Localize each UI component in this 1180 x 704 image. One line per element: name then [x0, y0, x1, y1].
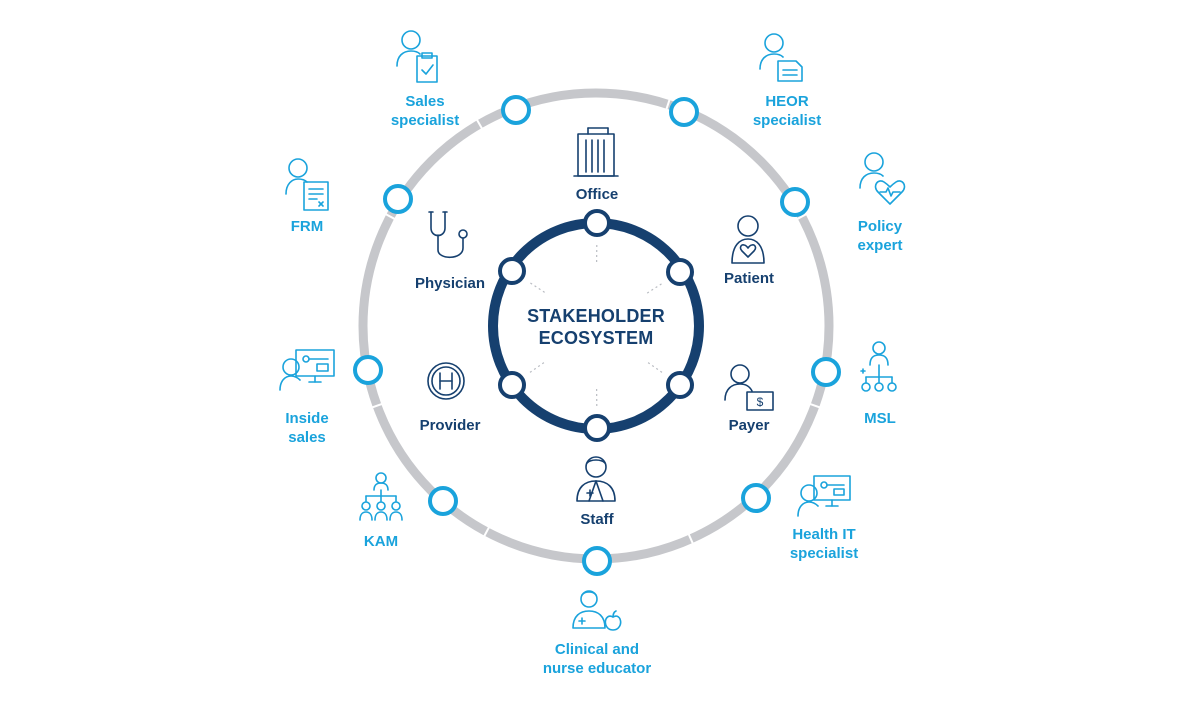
- outer-node: [383, 184, 413, 214]
- label-frm: FRM: [290, 218, 324, 235]
- outer-ring-divider: [795, 212, 808, 221]
- inner-node: [583, 414, 611, 442]
- building-icon: [573, 127, 619, 177]
- team-hierarchy-icon: [359, 472, 403, 521]
- stethoscope-icon: [428, 211, 468, 259]
- inner-spoke: [644, 283, 662, 296]
- outer-ring-divider: [808, 402, 821, 409]
- staff-nurse-icon: [576, 456, 616, 502]
- label-msl: MSL: [864, 410, 896, 427]
- center-title-line1: STAKEHOLDER: [527, 306, 665, 326]
- outer-node: [811, 357, 841, 387]
- label-patient: Patient: [723, 270, 775, 287]
- label-physician: Physician: [414, 275, 486, 292]
- inner-spokes: [529, 244, 663, 407]
- inner-nodes: [498, 209, 694, 442]
- outer-node: [428, 486, 458, 516]
- outer-ring-divider: [687, 532, 695, 545]
- label-heor-specialist: HEOR specialist: [752, 93, 822, 129]
- label-policy-expert: Policy expert: [857, 218, 903, 254]
- label-staff: Staff: [580, 511, 614, 528]
- outer-node: [353, 355, 383, 385]
- person-dashboard-icon: [279, 349, 335, 391]
- inner-spoke: [530, 282, 548, 295]
- outer-node: [669, 97, 699, 127]
- label-health-it-specialist: Health IT specialist: [789, 526, 859, 562]
- label-kam: KAM: [363, 533, 399, 550]
- inner-spoke: [529, 360, 547, 373]
- payer-dollar-icon: $: [724, 364, 774, 411]
- outer-ring-divider: [371, 402, 384, 409]
- person-heart-icon: [859, 152, 906, 205]
- inner-node: [498, 257, 526, 285]
- inner-node: [666, 258, 694, 286]
- inner-node: [666, 371, 694, 399]
- outer-node: [780, 187, 810, 217]
- outer-node: [582, 546, 612, 576]
- org-chart-person-icon: [860, 341, 897, 392]
- center-title-line2: ECOSYSTEM: [538, 328, 654, 348]
- person-report-icon: [285, 158, 329, 211]
- outer-ring-divider: [475, 118, 484, 130]
- outer-ring-divider: [384, 212, 397, 221]
- inner-node: [583, 209, 611, 237]
- outer-ring-divider: [482, 525, 491, 538]
- label-office: Office: [575, 186, 619, 203]
- person-monitor-icon: [797, 475, 851, 517]
- hospital-h-icon: [427, 362, 465, 400]
- label-inside-sales: Inside sales: [285, 410, 329, 446]
- patient-heart-icon: [731, 215, 765, 264]
- outer-nodes: [353, 95, 841, 576]
- label-clinical-nurse-educator: Clinical and nurse educator: [542, 641, 652, 677]
- inner-spoke: [645, 360, 663, 373]
- label-sales-specialist: Sales specialist: [390, 93, 460, 129]
- outer-ring-divider: [665, 98, 671, 111]
- outer-node: [741, 483, 771, 513]
- label-payer: Payer: [728, 417, 770, 434]
- inner-node: [498, 371, 526, 399]
- person-clipboard-icon: [396, 30, 438, 83]
- svg-text:$: $: [757, 395, 764, 409]
- label-provider: Provider: [419, 417, 481, 434]
- educator-apple-icon: [572, 590, 622, 631]
- center-title: STAKEHOLDER ECOSYSTEM: [527, 305, 665, 349]
- person-document-icon: [759, 33, 803, 82]
- outer-node: [501, 95, 531, 125]
